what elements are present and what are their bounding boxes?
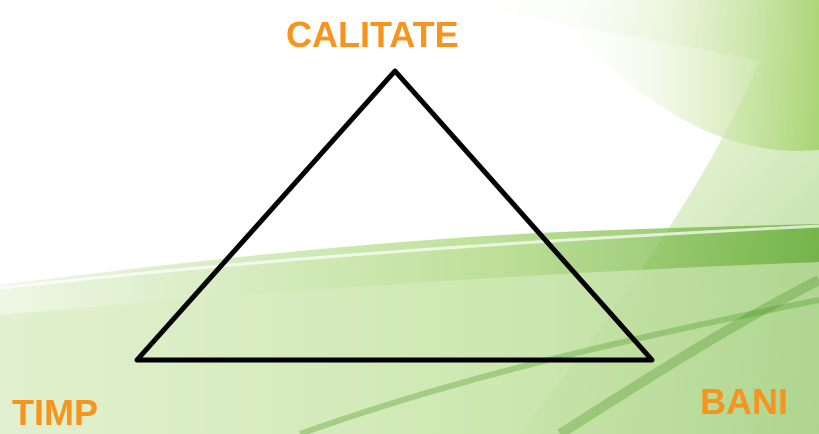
vertex-label-time: TIMP [12,392,98,433]
wave-shape-lower-ribbon [0,262,819,434]
vertex-label-money: BANI [700,381,788,422]
vertex-label-quality: CALITATE [286,14,459,55]
wave-shape-upper-band [540,0,819,151]
triangle-outline [134,68,655,363]
wave-dark-streak-2 [557,275,819,434]
wave-highlight-line [0,224,819,290]
